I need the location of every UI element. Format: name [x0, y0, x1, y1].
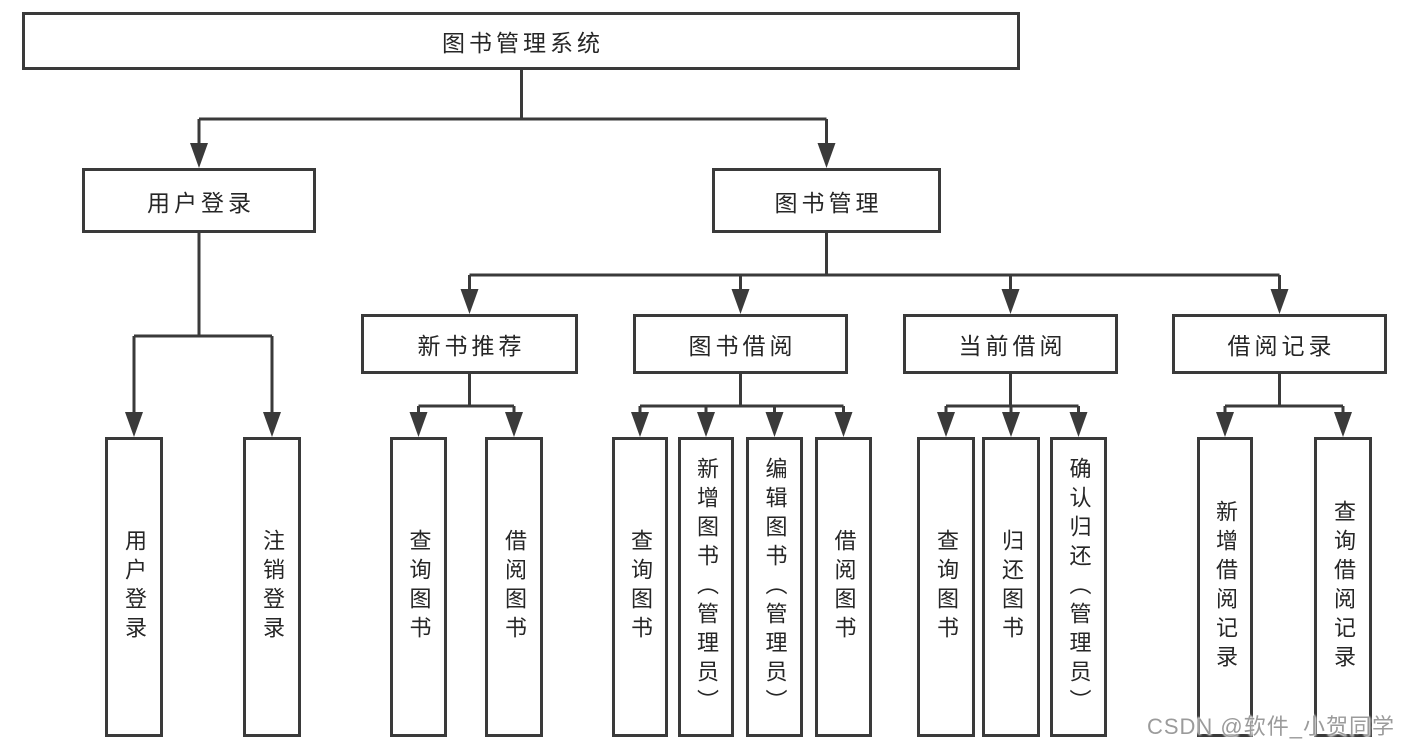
- node-current-borrow: 当前借阅: [903, 314, 1118, 374]
- leaf-logout-label: 注销登录: [260, 529, 285, 645]
- leaf-query-book-borrow: 查询图书: [612, 437, 668, 737]
- leaf-query-book-current-label: 查询图书: [934, 529, 959, 645]
- node-new-book-recommend: 新书推荐: [361, 314, 578, 374]
- leaf-add-book-admin: 新增图书（管理员）: [678, 437, 734, 737]
- leaf-query-book-current: 查询图书: [917, 437, 975, 737]
- leaf-query-book-recommend-label: 查询图书: [406, 529, 432, 645]
- node-user-login-label: 用户登录: [147, 189, 255, 216]
- leaf-query-book-recommend: 查询图书: [390, 437, 447, 737]
- leaf-add-borrow-record: 新增借阅记录: [1197, 437, 1253, 737]
- leaf-user-login: 用户登录: [105, 437, 163, 737]
- node-book-management: 图书管理: [712, 168, 941, 233]
- leaf-add-book-admin-label: 新增图书（管理员）: [694, 456, 719, 718]
- leaf-add-borrow-record-label: 新增借阅记录: [1213, 500, 1238, 674]
- leaf-borrow-book-recommend-label: 借阅图书: [502, 529, 527, 645]
- node-book-management-label: 图书管理: [774, 189, 883, 216]
- node-borrow-records-label: 借阅记录: [1227, 333, 1336, 359]
- leaf-edit-book-admin: 编辑图书（管理员）: [746, 437, 803, 737]
- leaf-confirm-return-admin: 确认归还（管理员）: [1050, 437, 1107, 737]
- leaf-return-book: 归还图书: [982, 437, 1040, 737]
- node-book-borrow: 图书借阅: [633, 314, 848, 374]
- csdn-watermark: CSDN @软件_小贺同学: [1146, 714, 1395, 739]
- node-user-login: 用户登录: [82, 168, 316, 233]
- leaf-borrow-book-recommend: 借阅图书: [485, 437, 543, 737]
- leaf-user-login-label: 用户登录: [122, 529, 147, 645]
- leaf-edit-book-admin-label: 编辑图书（管理员）: [762, 456, 788, 718]
- node-new-book-recommend-label: 新书推荐: [417, 333, 526, 359]
- leaf-query-borrow-record: 查询借阅记录: [1314, 437, 1372, 737]
- leaf-borrow-book: 借阅图书: [815, 437, 872, 737]
- leaf-confirm-return-admin-label: 确认归还（管理员）: [1066, 456, 1092, 718]
- node-borrow-records: 借阅记录: [1172, 314, 1387, 374]
- node-current-borrow-label: 当前借阅: [958, 333, 1067, 359]
- node-root: 图书管理系统: [22, 12, 1020, 70]
- leaf-borrow-book-label: 借阅图书: [831, 529, 857, 645]
- node-root-label: 图书管理系统: [442, 30, 604, 56]
- leaf-query-book-borrow-label: 查询图书: [628, 529, 653, 645]
- leaf-return-book-label: 归还图书: [999, 529, 1024, 645]
- leaf-query-borrow-record-label: 查询借阅记录: [1331, 500, 1356, 674]
- node-book-borrow-label: 图书借阅: [688, 333, 797, 359]
- leaf-logout: 注销登录: [243, 437, 301, 737]
